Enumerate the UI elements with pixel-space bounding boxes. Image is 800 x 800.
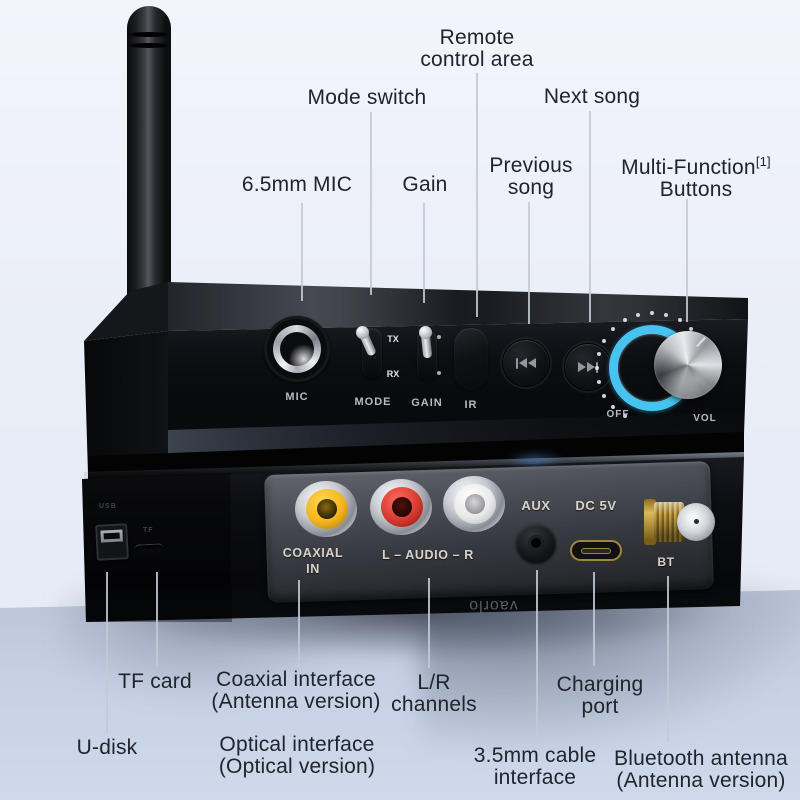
- callout-optical-interface: Optical interface (Optical version): [218, 733, 376, 778]
- ir-remote-window: [454, 328, 488, 390]
- callout-mic: 6.5mm MIC: [241, 173, 353, 196]
- ir-label: IR: [464, 399, 478, 411]
- leader-coaxial: [298, 580, 300, 666]
- audio-right-rca-jack: [443, 476, 505, 532]
- callout-charging-port: Charging port: [556, 673, 644, 718]
- callout-previous-song: Previous song: [489, 154, 573, 199]
- device-shadow-right: [420, 586, 800, 756]
- leader-previous: [528, 202, 530, 324]
- leader-mode: [370, 112, 372, 295]
- coaxial-in-label: IN: [306, 562, 320, 576]
- callout-tf-card: TF card: [118, 670, 192, 693]
- off-label: OFF: [606, 409, 630, 420]
- callout-3-5mm-cable: 3.5mm cable interface: [473, 744, 597, 789]
- callout-coaxial-interface: Coaxial interface (Antenna version): [211, 668, 381, 713]
- dc-5v-label: DC 5V: [575, 498, 617, 513]
- callout-gain: Gain: [402, 173, 448, 196]
- usb-print-label: USB: [99, 503, 117, 510]
- mode-switch-knob: [356, 326, 369, 339]
- leader-multi: [686, 199, 688, 322]
- leader-tf-card: [156, 572, 158, 666]
- leader-bt-antenna: [667, 576, 669, 742]
- coaxial-rca-jack: [295, 481, 357, 537]
- callout-u-disk: U-disk: [76, 736, 138, 759]
- status-led-glow: [505, 452, 565, 468]
- leader-remote: [476, 73, 478, 317]
- leader-gain: [423, 203, 425, 303]
- leader-mic: [301, 203, 303, 301]
- brand-reflection: vaorlo: [468, 597, 518, 614]
- antenna-groove: [127, 43, 171, 48]
- leader-u-disk: [106, 572, 108, 734]
- leader-next: [589, 111, 591, 322]
- callout-bluetooth-antenna: Bluetooth antenna (Antenna version): [614, 747, 788, 792]
- mode-label: MODE: [354, 396, 392, 408]
- leader-lr: [428, 578, 430, 668]
- gain-label: GAIN: [411, 397, 443, 409]
- bt-label: BT: [657, 555, 675, 569]
- audio-lr-label: L – AUDIO – R: [382, 548, 474, 562]
- gain-dot: [437, 371, 441, 375]
- mic-jack-6-5mm: [280, 332, 314, 366]
- antenna-groove: [127, 32, 171, 37]
- sma-connector-flange: [644, 499, 656, 545]
- gain-switch-knob: [419, 326, 432, 339]
- bluetooth-antenna: [127, 6, 171, 308]
- usb-c-charging-port: [570, 540, 622, 561]
- gain-dot: [437, 335, 441, 339]
- tf-card-slot: [133, 543, 165, 557]
- next-song-button: [565, 344, 611, 390]
- callout-remote-control-area: Remote control area: [420, 26, 534, 71]
- volume-knob: [654, 331, 722, 399]
- usb-a-port: [95, 523, 129, 561]
- next-icon: [578, 362, 586, 372]
- callout-multi-function: Multi-Function[1] Buttons: [621, 154, 771, 201]
- tx-label: TX: [387, 334, 399, 344]
- leader-charging: [593, 572, 595, 666]
- previous-icon: [516, 357, 518, 369]
- vol-label: VOL: [693, 413, 717, 424]
- callout-lr-channels: L/R channels: [391, 671, 477, 716]
- previous-song-button: [503, 340, 549, 386]
- callout-next-song: Next song: [543, 85, 641, 108]
- tf-print-label: TF: [143, 527, 154, 534]
- callout-mode-switch: Mode switch: [307, 86, 427, 109]
- audio-left-rca-jack: [370, 479, 432, 535]
- aux-3-5mm-jack: [516, 523, 556, 563]
- sma-connector-tip: [677, 503, 715, 541]
- aux-label: AUX: [521, 498, 551, 513]
- coaxial-label: COAXIAL: [282, 546, 344, 560]
- leader-cable: [536, 570, 538, 740]
- rx-label: RX: [386, 369, 400, 379]
- mic-label: MIC: [285, 391, 309, 403]
